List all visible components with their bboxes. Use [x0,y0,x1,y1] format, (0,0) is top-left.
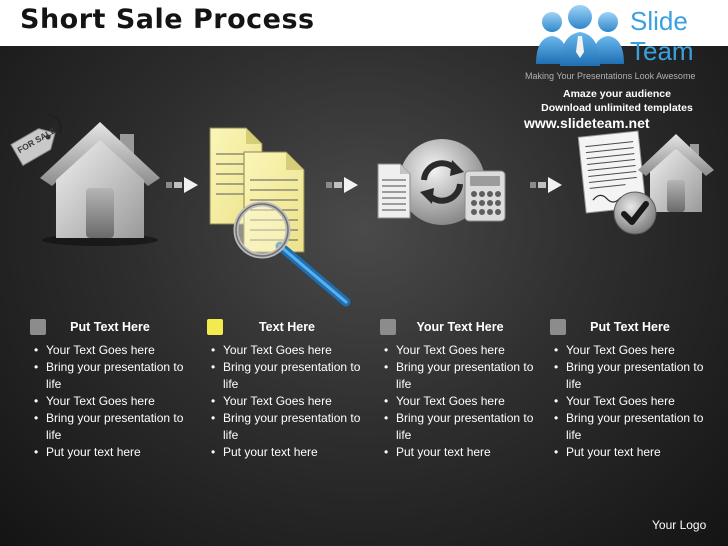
bullet-item: Your Text Goes here [550,342,710,359]
calculator-icon [464,170,506,222]
bullet-item: Put your text here [207,444,367,461]
step-title: Text Here [258,320,316,334]
brand-word-slide: Slide [630,6,688,36]
step-header: Put Text Here [550,318,710,338]
bullet-item: Bring your presentation to life [30,410,190,444]
step-color-square [207,319,223,335]
bullet-item: Bring your presentation to life [380,410,540,444]
magnifier-icon [233,201,351,307]
refresh-icon [399,139,485,225]
bullet-item: Your Text Goes here [30,342,190,359]
step-header: Text Here [207,318,367,338]
step-header: Your Text Here [380,318,540,338]
step-column-4: Put Text Here Your Text Goes here Bring … [550,318,710,461]
page-title: Short Sale Process [20,4,315,35]
brand-word-team: Team [630,36,694,66]
bullet-item: Your Text Goes here [380,342,540,359]
logo-placeholder: Your Logo [652,518,707,532]
bullet-item: Your Text Goes here [550,393,710,410]
house-icon [638,134,714,212]
bullet-item: Your Text Goes here [30,393,190,410]
bullet-item: Your Text Goes here [207,393,367,410]
bullet-item: Bring your presentation to life [207,359,367,393]
step-color-square [380,319,396,335]
step-column-2: Text Here Your Text Goes here Bring your… [207,318,367,461]
bullet-list: Your Text Goes here Bring your presentat… [550,342,710,461]
brand-tagline: Making Your Presentations Look Awesome [525,71,696,81]
bullet-item: Put your text here [550,444,710,461]
bullet-list: Your Text Goes here Bring your presentat… [207,342,367,461]
house-icon [40,122,160,246]
bullet-list: Your Text Goes here Bring your presentat… [30,342,190,461]
bullet-item: Put your text here [380,444,540,461]
website-link[interactable]: www.slideteam.net [524,115,650,131]
step-header: Put Text Here [30,318,190,338]
step-color-square [550,319,566,335]
step-title: Put Text Here [70,320,150,334]
step-title: Put Text Here [590,320,670,334]
team-people-icon [536,5,624,66]
bullet-item: Bring your presentation to life [30,359,190,393]
brand-block: Slide Team Making Your Presentations Loo… [522,0,728,134]
bullet-item: Bring your presentation to life [550,359,710,393]
checkmark-icon [613,191,657,235]
bullet-item: Your Text Goes here [207,342,367,359]
arrow-right-icon [530,177,562,193]
bullet-item: Bring your presentation to life [550,410,710,444]
documents-icon [377,163,411,219]
step-column-3: Your Text Here Your Text Goes here Bring… [380,318,540,461]
step-color-square [30,319,46,335]
step-title: Your Text Here [416,320,504,334]
step-column-1: Put Text Here Your Text Goes here Bring … [30,318,190,461]
bullet-item: Your Text Goes here [380,393,540,410]
bullet-item: Put your text here [30,444,190,461]
promo-line-1: Amaze your audience [563,88,671,100]
bullet-item: Bring your presentation to life [207,410,367,444]
promo-line-2: Download unlimited templates [541,102,693,114]
arrow-right-icon [326,177,358,193]
promo-text: Amaze your audience Download unlimited t… [522,87,712,115]
price-tag-icon [10,113,62,167]
bullet-item: Bring your presentation to life [380,359,540,393]
arrow-right-icon [166,177,198,193]
bullet-list: Your Text Goes here Bring your presentat… [380,342,540,461]
